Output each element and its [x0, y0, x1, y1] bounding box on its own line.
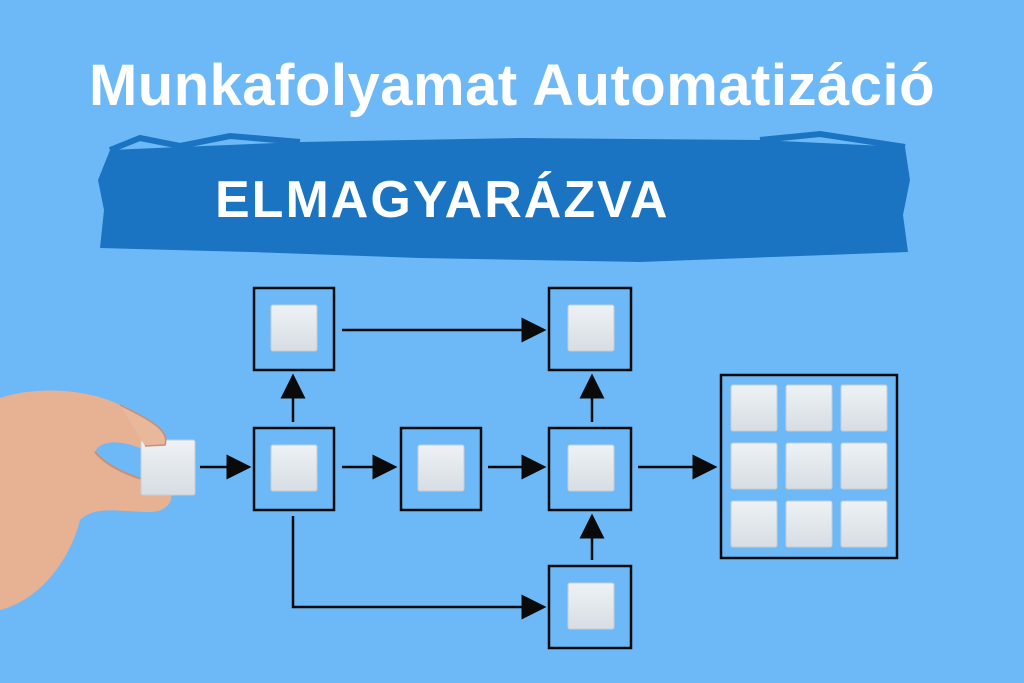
step-box-merge [547, 426, 633, 512]
hand-image [0, 390, 196, 610]
page-title: Munkafolyamat Automatizáció [88, 53, 936, 118]
cube [785, 500, 833, 548]
held-cube [140, 439, 196, 496]
step-box-middle [399, 426, 483, 512]
cube [417, 444, 465, 492]
step-box-bottom [547, 564, 633, 650]
cube [730, 384, 778, 432]
arrow-start-down-to-bottom [291, 516, 547, 620]
cube [785, 384, 833, 432]
cube [840, 500, 888, 548]
cube [785, 442, 833, 490]
result-grid-box [719, 373, 899, 560]
cube [567, 444, 615, 492]
page-subtitle: ELMAGYARÁZVA [215, 171, 670, 229]
step-box-top-left [252, 286, 336, 372]
step-box-top-right [547, 286, 633, 372]
cube [840, 442, 888, 490]
cube [567, 304, 615, 352]
cube [270, 444, 318, 492]
cube [840, 384, 888, 432]
step-box-start [252, 426, 336, 512]
cube [730, 500, 778, 548]
cube [567, 582, 615, 630]
cube [730, 442, 778, 490]
cube [270, 304, 318, 352]
